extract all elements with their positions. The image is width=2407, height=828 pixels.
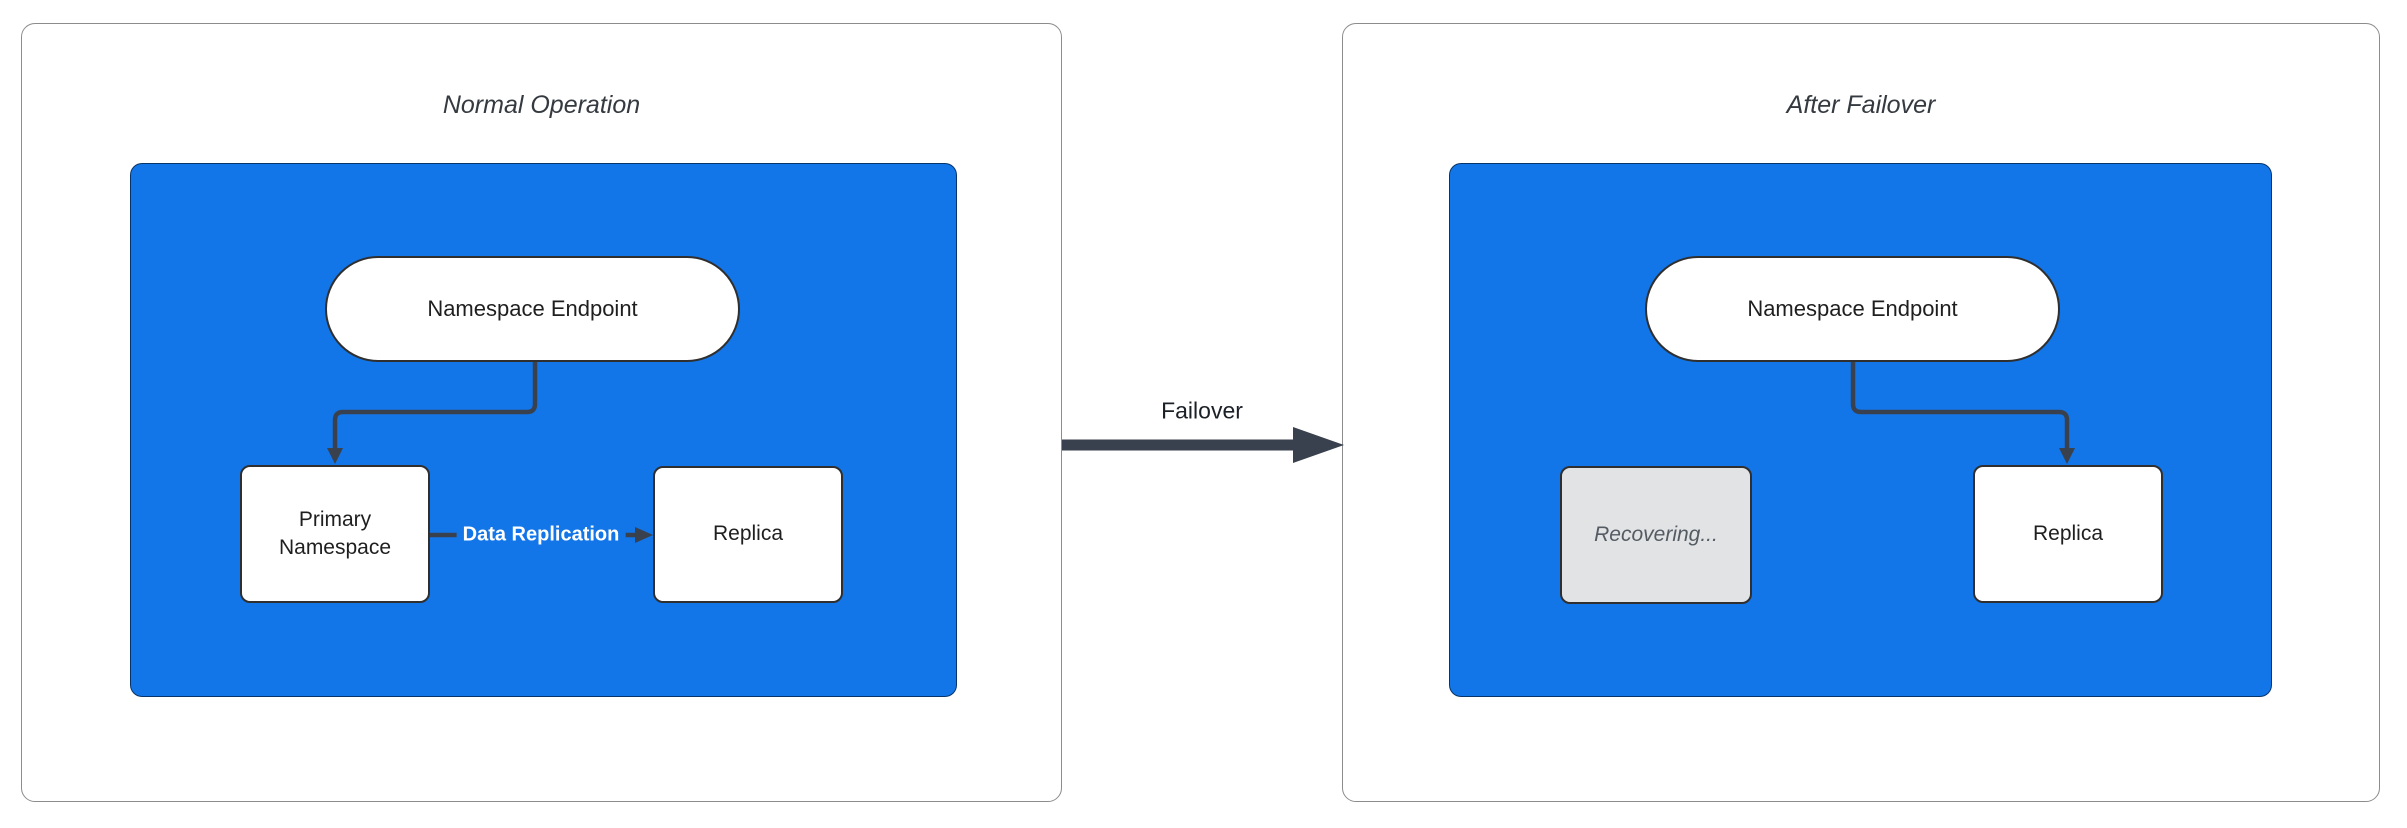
node-label: Namespace Endpoint: [427, 296, 638, 322]
node-recovering: Recovering...: [1560, 466, 1752, 604]
node-label: Replica: [712, 522, 784, 546]
arrowhead-failover-transition-icon: [1293, 427, 1344, 463]
node-primary-namespace: Primary Namespace: [240, 465, 430, 603]
node-label: Primary Namespace: [278, 507, 392, 559]
node-namespace-endpoint-normal: Namespace Endpoint: [325, 256, 740, 362]
node-label: Namespace Endpoint: [1747, 296, 1958, 322]
transition-label-failover: Failover: [1161, 397, 1243, 424]
namespace-cluster-normal: [130, 163, 957, 697]
node-label: Recovering...: [1594, 522, 1718, 546]
panel-title-normal-operation: Normal Operation: [442, 91, 641, 119]
edge-label-data-replication: Data Replication: [456, 521, 626, 549]
node-label: Replica: [2032, 521, 2104, 545]
node-namespace-endpoint-failover: Namespace Endpoint: [1645, 256, 2060, 362]
node-replica-normal: Replica: [653, 466, 843, 603]
node-replica-failover: Replica: [1973, 465, 2163, 603]
namespace-cluster-failover: [1449, 163, 2272, 697]
panel-title-after-failover: After Failover: [1786, 91, 1936, 119]
